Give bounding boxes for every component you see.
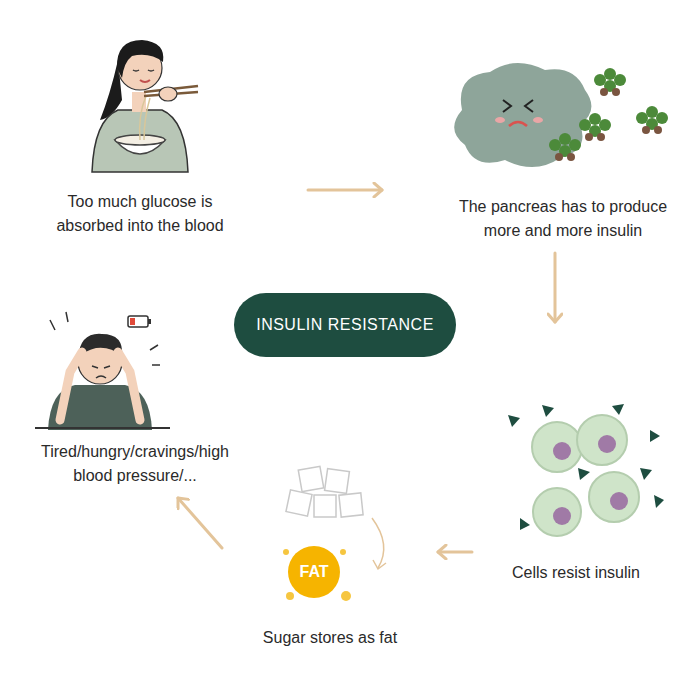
step-node: Too much glucose is absorbed into the bl… [20, 25, 300, 240]
tired-person [35, 312, 170, 430]
step-caption: Sugar stores as fat [235, 626, 425, 650]
woman-eating [92, 40, 198, 172]
step-caption: The pancreas has to produce more and mor… [451, 195, 676, 243]
step-caption: Cells resist insulin [481, 561, 671, 585]
step-node: Cells resist insulin [480, 330, 672, 587]
step-node: Sugar stores as fat [230, 455, 430, 652]
flow-arrow [178, 498, 222, 548]
pill-label: INSULIN RESISTANCE [256, 313, 434, 337]
sugar-fat-figure [283, 466, 386, 601]
step-caption: Too much glucose is absorbed into the bl… [40, 190, 240, 238]
step-node: Tired/hungry/cravings/high blood pressur… [10, 295, 260, 490]
pancreas-figure [454, 63, 668, 167]
flow-arrow [554, 253, 557, 322]
step-node: The pancreas has to produce more and mor… [390, 40, 690, 245]
cells-figure [508, 404, 664, 536]
fat-label: FAT [299, 563, 328, 581]
title-pill: INSULIN RESISTANCE [234, 293, 456, 357]
flow-arrow [308, 189, 382, 192]
flow-arrow [438, 551, 472, 554]
step-caption: Tired/hungry/cravings/high blood pressur… [28, 440, 243, 488]
